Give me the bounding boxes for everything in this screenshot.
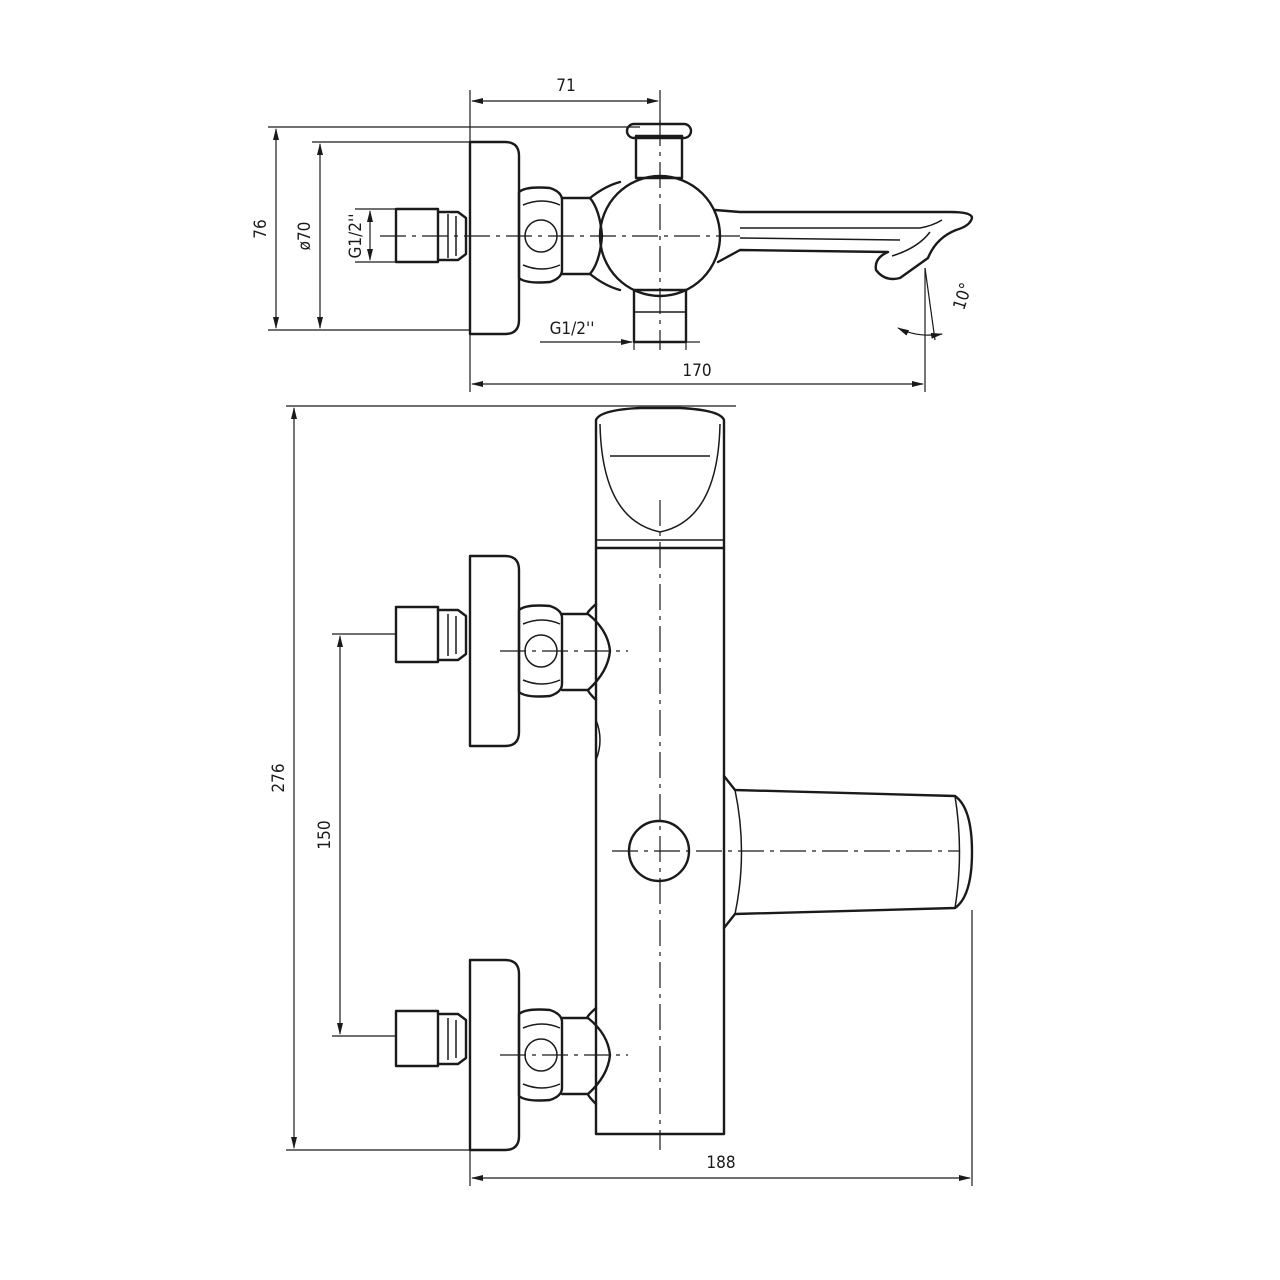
- dim-71-label: 71: [556, 76, 575, 96]
- dim-276-label: 276: [269, 763, 289, 792]
- dim-76-label: 76: [251, 219, 271, 238]
- top-view: [268, 90, 974, 392]
- dim-g-inlet-label: G1/2'': [346, 214, 366, 259]
- dim-70-label: ø70: [295, 222, 315, 251]
- dim-150-label: 150: [315, 820, 335, 849]
- dim-g-outlet-label: G1/2'': [550, 319, 595, 339]
- dim-170-label: 170: [682, 361, 711, 381]
- front-view: [286, 405, 974, 1186]
- dim-188-label: 188: [706, 1153, 735, 1173]
- angle-10-label: 10°: [950, 280, 977, 312]
